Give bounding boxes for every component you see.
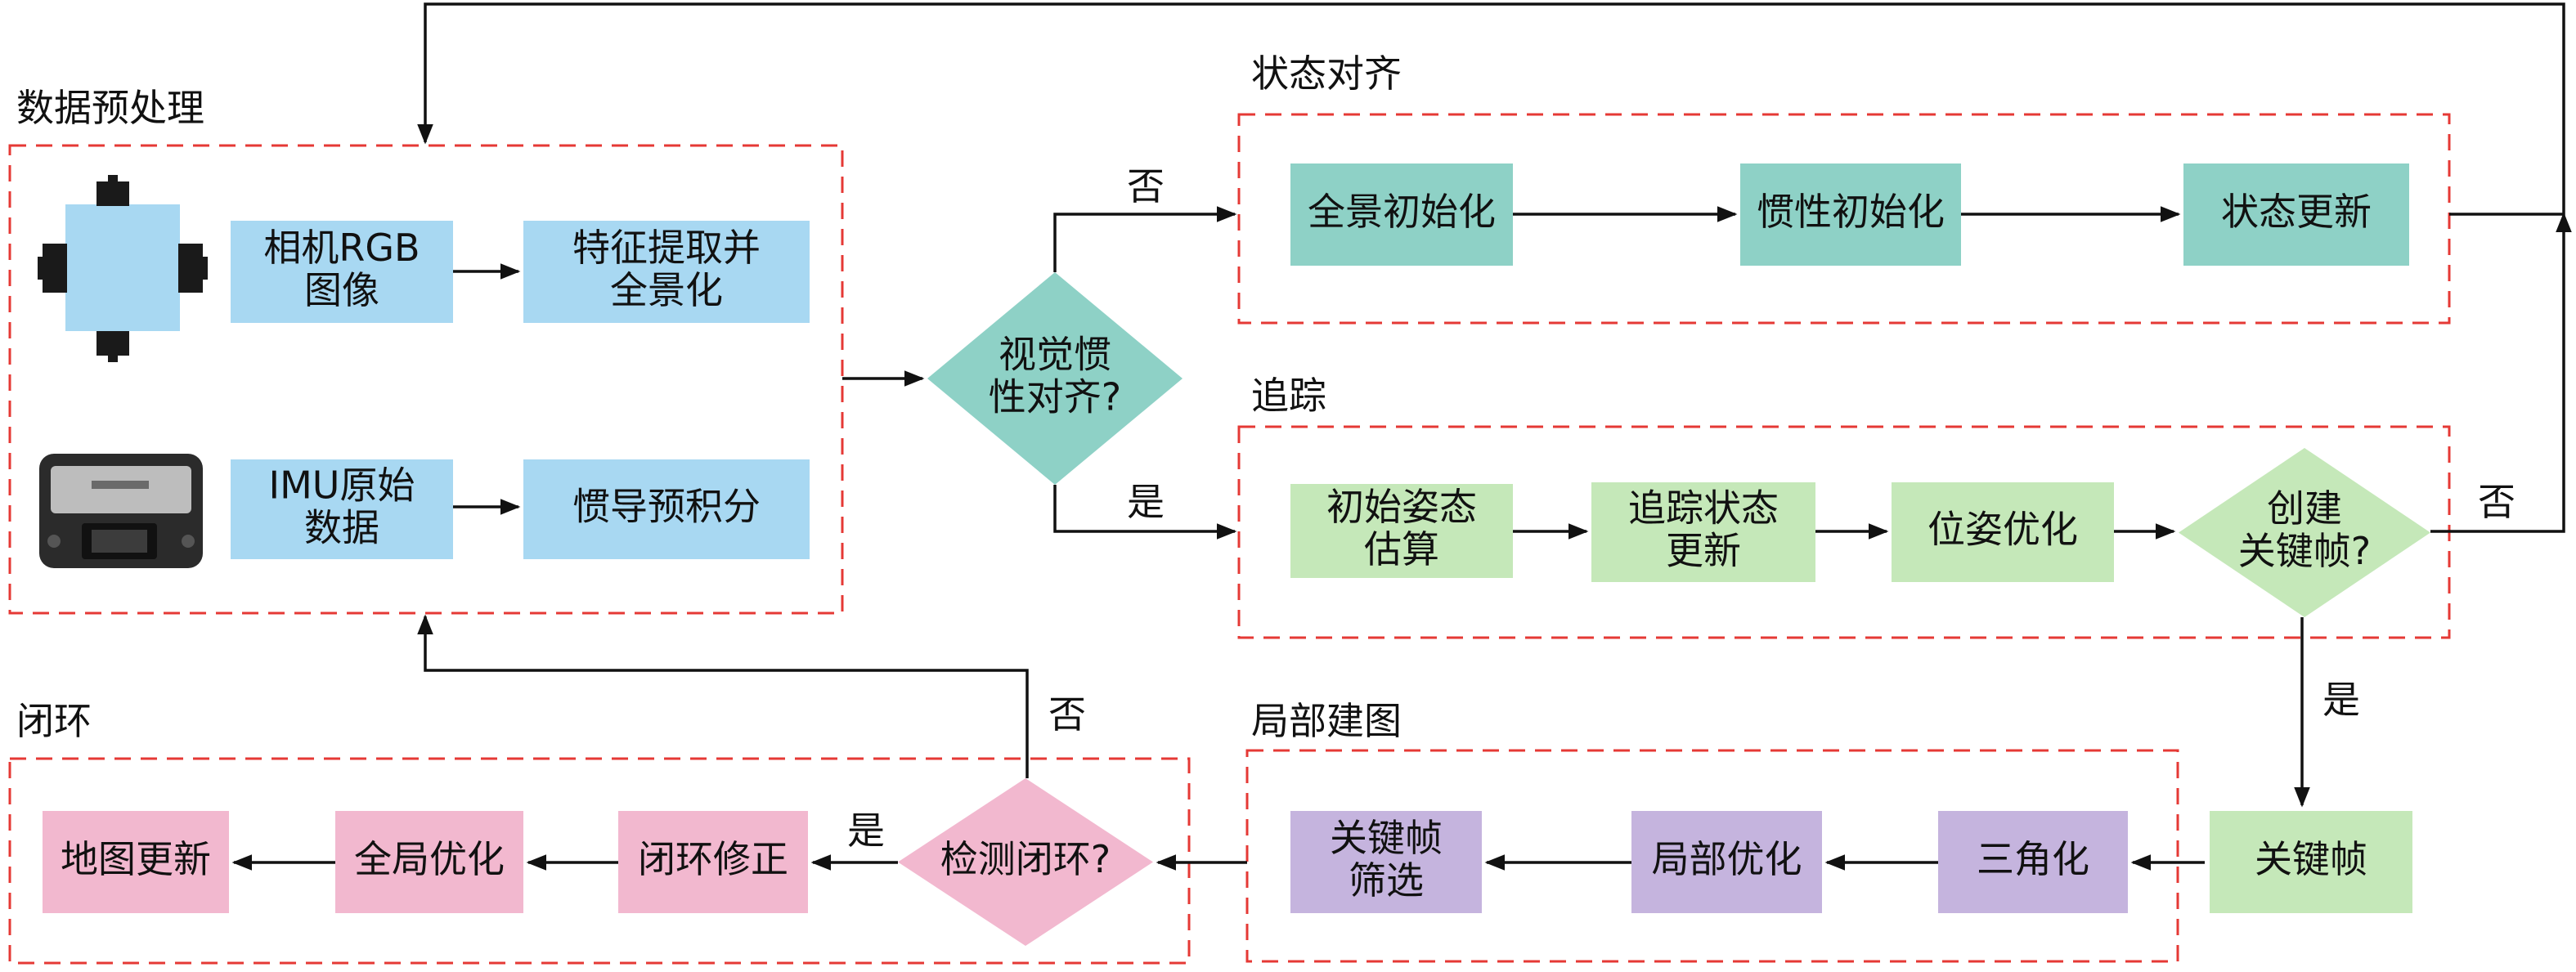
node-triangulation-label-1: 三角化 [1977,837,2089,881]
node-imu-preintegration-label-1: 惯导预积分 [572,485,761,529]
node-imu-raw-data-label-2: 数据 [304,506,379,550]
node-inertial-init-label-1: 惯性初始化 [1757,190,1945,234]
node-imu-preintegration-shape [523,459,810,559]
node-global-optimization: 全局优化 [335,811,523,913]
node-create-keyframe-decision-label-1: 创建 [2267,486,2342,531]
node-global-optimization-label-1: 全局优化 [354,837,505,881]
node-initial-pose-estimate-label-2: 估算 [1364,527,1439,571]
node-feature-extract-panorama-label-2: 全景化 [610,268,723,312]
node-detect-loop-decision-label-1: 检测闭环? [940,837,1111,881]
node-state-update-label-1: 状态更新 [2221,190,2372,234]
node-visual-inertial-align-decision-label-1: 视觉惯 [999,333,1111,377]
group-loop-title: 闭环 [16,699,92,743]
node-map-update-label-1: 地图更新 [61,837,211,881]
node-panorama-init-label-1: 全景初始化 [1308,190,1496,234]
node-local-optimization-label-1: 局部优化 [1652,837,1802,881]
edge-label-vi-no: 否 [1127,164,1165,208]
node-detect-loop-decision: 检测闭环? [898,778,1153,946]
node-pose-optimization-shape [1892,482,2114,582]
node-keyframe-shape [2210,811,2412,913]
group-loop-box [8,757,1191,965]
node-keyframe-label-1: 关键帧 [2255,837,2367,881]
node-imu-preintegration: 惯导预积分 [523,459,810,559]
group-state-align-box [1237,113,2451,325]
node-initial-pose-estimate-shape [1290,484,1513,578]
node-camera-rgb-image-shape [231,221,453,323]
group-local-mapping-box [1245,749,2179,963]
node-feature-extract-panorama-shape [523,221,810,323]
node-global-optimization-shape [335,811,523,913]
node-feature-extract-panorama-label-1: 特征提取并 [572,226,761,270]
node-tracking-state-update-shape [1591,482,1815,582]
node-state-update: 状态更新 [2183,163,2409,266]
group-local-mapping-title: 局部建图 [1251,699,1402,743]
edge-label-vi-yes: 是 [1127,480,1165,524]
edge-label-loop-no: 否 [1048,692,1086,737]
node-panorama-init: 全景初始化 [1290,163,1513,266]
node-triangulation: 三角化 [1938,811,2128,913]
group-state-align-title: 状态对齐 [1251,52,1402,96]
node-inertial-init: 惯性初始化 [1740,163,1961,266]
node-pose-optimization-label-1: 位姿优化 [1928,508,2078,552]
node-panorama-init-shape [1290,163,1513,266]
node-detect-loop-decision-shape [898,778,1153,946]
node-map-update-shape [43,811,229,913]
node-imu-raw-data-shape [231,459,453,559]
imu-sensor-icon [39,454,203,568]
node-inertial-init-shape [1740,163,1961,266]
group-tracking-title: 追踪 [1251,374,1326,418]
node-create-keyframe-decision-shape [2179,448,2430,617]
edge-label-kf-no: 否 [2478,480,2515,524]
node-loop-correction: 闭环修正 [618,811,808,913]
node-tracking-state-update-label-1: 追踪状态 [1628,486,1779,531]
node-camera-rgb-image-label-1: 相机RGB [263,226,420,270]
node-local-optimization: 局部优化 [1631,811,1822,913]
node-map-update: 地图更新 [43,811,229,913]
group-preprocess-box [8,144,844,615]
node-visual-inertial-align-decision-label-2: 性对齐? [989,375,1121,419]
node-local-optimization-shape [1631,811,1822,913]
node-keyframe-filter-shape [1290,811,1482,913]
edge-label-loop-yes: 是 [847,809,885,853]
node-state-update-shape [2183,163,2409,266]
node-loop-correction-label-1: 闭环修正 [638,837,788,881]
node-keyframe-filter-label-1: 关键帧 [1330,816,1443,860]
node-loop-correction-shape [618,811,808,913]
node-pose-optimization: 位姿优化 [1892,482,2114,582]
node-visual-inertial-align-decision-shape [927,272,1183,485]
edge-label-kf-yes: 是 [2322,678,2360,722]
node-keyframe-filter-label-2: 筛选 [1349,858,1424,903]
node-keyframe: 关键帧 [2210,811,2412,913]
panoramic-camera-icon [38,175,208,362]
node-triangulation-shape [1938,811,2128,913]
node-imu-raw-data-label-1: IMU原始 [269,464,415,508]
connectors [231,2,2572,871]
node-initial-pose-estimate-label-1: 初始姿态 [1326,485,1477,529]
node-tracking-state-update-label-2: 更新 [1666,529,1741,573]
node-camera-rgb-image-label-2: 图像 [304,268,379,312]
group-preprocess-title: 数据预处理 [16,86,204,130]
node-create-keyframe-decision-label-2: 关键帧? [2238,529,2371,573]
